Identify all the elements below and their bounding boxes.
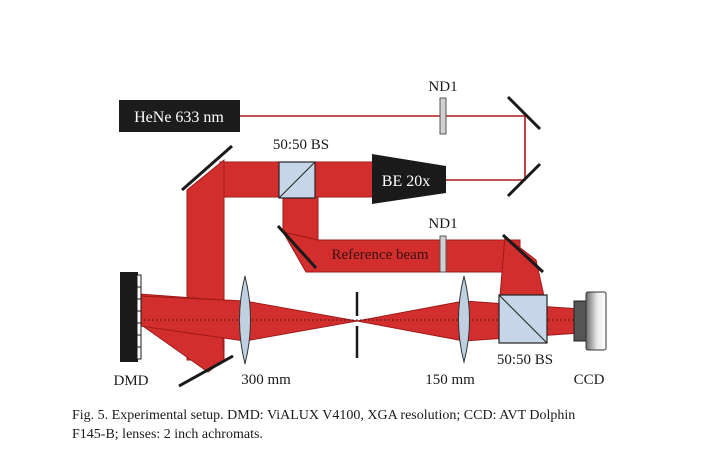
figure-caption: Fig. 5. Experimental setup. DMD: ViALUX … <box>72 406 672 444</box>
beam-expander: BE 20x <box>372 154 446 204</box>
bs-bottom-label: 50:50 BS <box>497 352 553 368</box>
lens-150mm-label: 150 mm <box>425 372 475 388</box>
nd1-top-label: ND1 <box>428 79 457 95</box>
dmd-label: DMD <box>113 373 148 389</box>
mirror-top-right <box>506 95 542 131</box>
lens-150mm <box>458 275 470 364</box>
ccd-camera <box>573 291 607 351</box>
bs-top-label: 50:50 BS <box>273 137 329 153</box>
mirror-bottom-left <box>178 354 234 388</box>
nd1-filter-reference <box>439 235 447 273</box>
expanded-beams <box>139 158 581 373</box>
dmd-device <box>120 272 142 362</box>
laser-line-path <box>240 115 526 181</box>
mirror-reference-right <box>501 233 545 274</box>
mirror-bottom-right <box>506 162 542 198</box>
hene-laser: HeNe 633 nm <box>119 100 240 132</box>
lens-300mm-label: 300 mm <box>241 372 291 388</box>
caption-line-1: Fig. 5. Experimental setup. DMD: ViALUX … <box>72 408 576 423</box>
hene-laser-label: HeNe 633 nm <box>134 109 224 126</box>
ccd-label: CCD <box>574 372 605 388</box>
nd1-filter-top <box>439 97 447 135</box>
reference-beam-label: Reference beam <box>331 247 428 263</box>
mirror-top-left <box>181 144 233 192</box>
mirror-reference-left <box>276 224 318 270</box>
nd1-reference-label: ND1 <box>428 216 457 232</box>
beam-converge <box>244 300 358 342</box>
beam-diverge <box>356 300 465 342</box>
beam-expander-label: BE 20x <box>382 173 430 190</box>
caption-line-2: F145-B; lenses: 2 inch achromats. <box>72 427 263 442</box>
beam-splitter-bottom <box>498 294 548 344</box>
beam-splitter-top <box>278 161 316 199</box>
optical-setup-diagram: HeNe 633 nm ND1 BE 20x 50:50 BS ND1 Refe… <box>113 79 607 389</box>
lens-300mm <box>239 275 251 365</box>
